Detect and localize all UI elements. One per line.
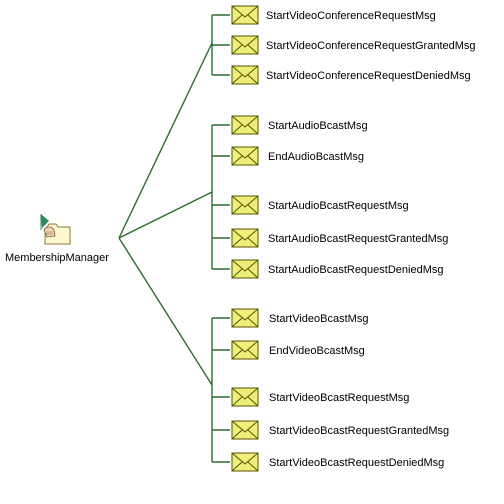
- folder-with-hand-and-flag-icon: [40, 214, 71, 245]
- root-connector-line: [118, 237, 213, 386]
- envelope-icon: [231, 65, 259, 85]
- message-label: StartVideoBcastMsg: [269, 313, 368, 325]
- message-node[interactable]: StartVideoBcastRequestMsg: [231, 387, 409, 407]
- envelope-icon: [231, 195, 259, 215]
- message-label: StartAudioBcastMsg: [268, 120, 368, 132]
- message-list: StartVideoConferenceRequestMsgStartVideo…: [231, 5, 476, 472]
- envelope-icon: [231, 228, 259, 248]
- envelope-icon: [231, 387, 259, 407]
- message-node[interactable]: StartAudioBcastRequestMsg: [231, 195, 409, 215]
- message-label: StartAudioBcastRequestGrantedMsg: [268, 233, 448, 245]
- message-node[interactable]: StartVideoBcastRequestGrantedMsg: [231, 420, 449, 440]
- message-node[interactable]: StartVideoBcastRequestDeniedMsg: [231, 452, 444, 472]
- envelope-icon: [231, 308, 259, 328]
- envelope-icon: [231, 259, 259, 279]
- message-node[interactable]: StartVideoBcastMsg: [231, 308, 368, 328]
- envelope-icon: [231, 420, 259, 440]
- message-node[interactable]: StartAudioBcastRequestGrantedMsg: [231, 228, 448, 248]
- root-connector-line: [118, 42, 213, 239]
- envelope-icon: [231, 115, 259, 135]
- envelope-icon: [231, 340, 259, 360]
- connector-lines: [118, 14, 230, 463]
- message-node[interactable]: StartVideoConferenceRequestMsg: [231, 5, 436, 25]
- message-label: StartVideoBcastRequestGrantedMsg: [269, 425, 449, 437]
- envelope-icon: [231, 5, 259, 25]
- message-node[interactable]: StartVideoConferenceRequestGrantedMsg: [231, 35, 476, 55]
- message-node[interactable]: StartVideoConferenceRequestDeniedMsg: [231, 65, 471, 85]
- envelope-icon: [231, 146, 259, 166]
- envelope-icon: [231, 35, 259, 55]
- message-node[interactable]: EndAudioBcastMsg: [231, 146, 364, 166]
- message-node[interactable]: EndVideoBcastMsg: [231, 340, 365, 360]
- message-label: EndAudioBcastMsg: [268, 151, 364, 163]
- message-label: EndVideoBcastMsg: [269, 345, 365, 357]
- message-label: StartVideoBcastRequestMsg: [269, 392, 409, 404]
- root-node[interactable]: MembershipManager: [5, 214, 109, 264]
- message-label: StartVideoConferenceRequestDeniedMsg: [266, 70, 471, 82]
- root-label: MembershipManager: [5, 252, 109, 264]
- message-label: StartVideoBcastRequestDeniedMsg: [269, 457, 444, 469]
- message-label: StartVideoConferenceRequestGrantedMsg: [266, 40, 476, 52]
- envelope-icon: [231, 452, 259, 472]
- message-node[interactable]: StartAudioBcastRequestDeniedMsg: [231, 259, 443, 279]
- message-node[interactable]: StartAudioBcastMsg: [231, 115, 368, 135]
- root-connector-line: [118, 191, 213, 239]
- message-label: StartVideoConferenceRequestMsg: [266, 10, 436, 22]
- message-label: StartAudioBcastRequestMsg: [268, 200, 409, 212]
- message-label: StartAudioBcastRequestDeniedMsg: [268, 264, 443, 276]
